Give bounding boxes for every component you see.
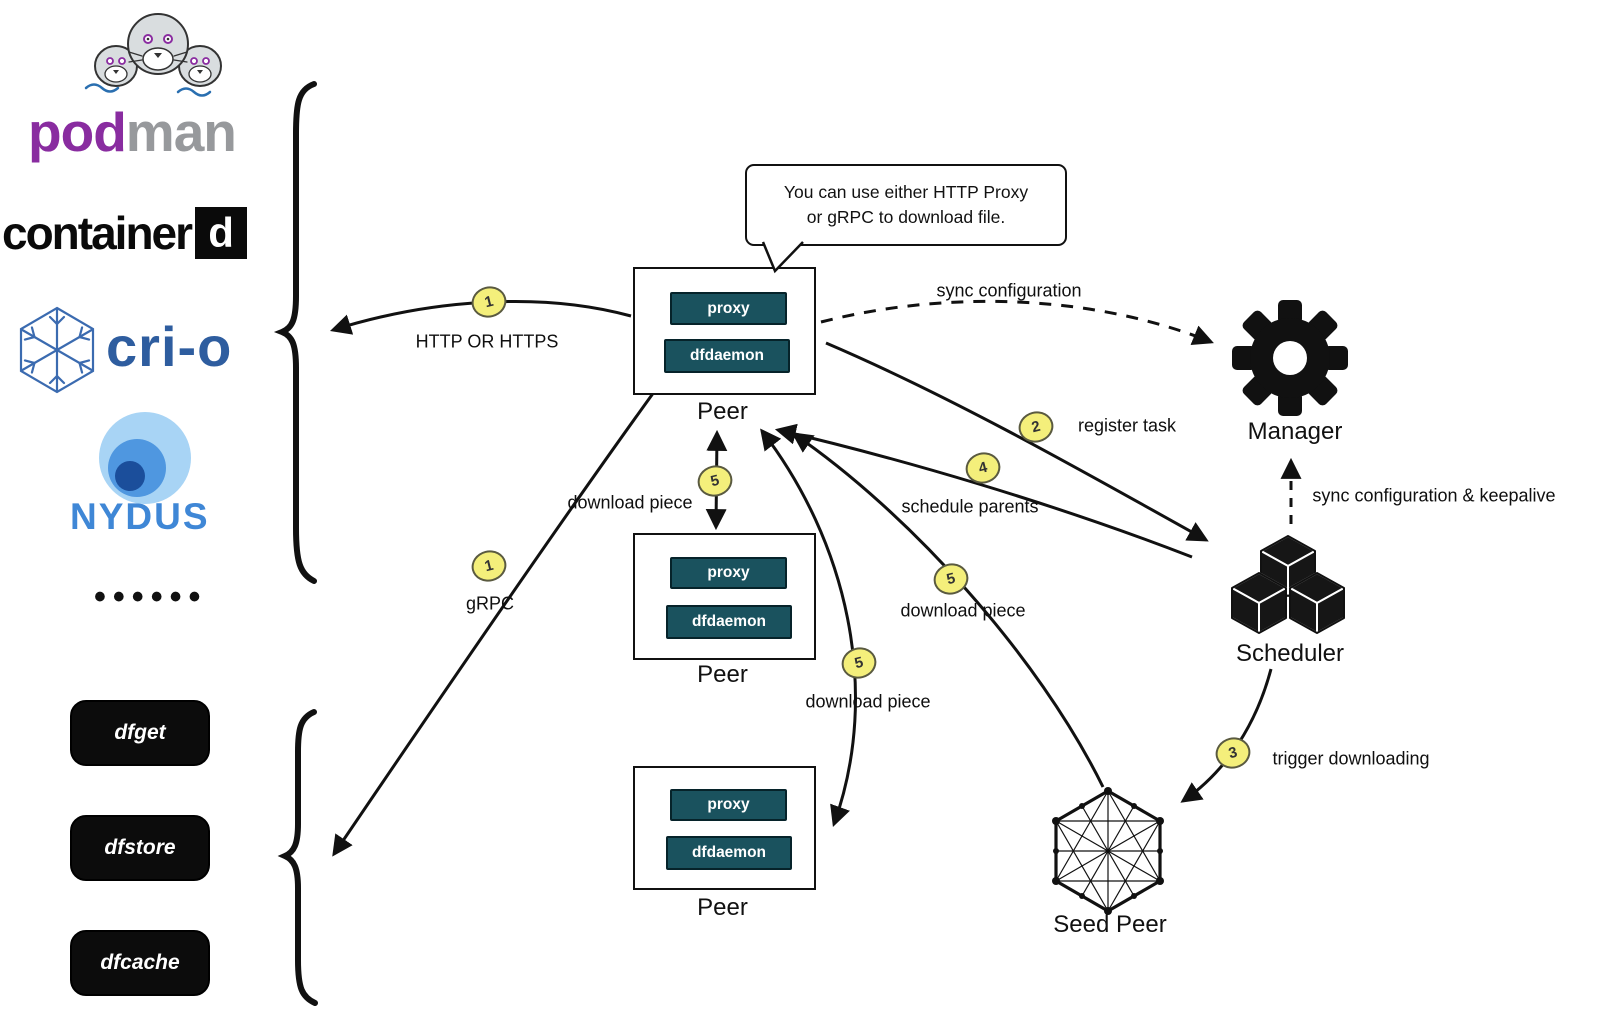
ellipsis-dots: •••••• <box>94 578 208 616</box>
containerd-wordmark: container <box>2 207 193 259</box>
label-sync-configuration: sync configuration <box>936 280 1082 301</box>
nydus-wordmark: NYDUS <box>70 496 210 537</box>
podman-word-pod: pod <box>28 101 127 163</box>
label-trigger-downloading: trigger downloading <box>1272 748 1430 769</box>
label-grpc: gRPC <box>465 593 515 614</box>
left-brace-top <box>273 81 317 584</box>
dfdaemon-chip-label: dfdaemon <box>691 613 767 630</box>
tool-dfcache-label: dfcache <box>100 951 180 974</box>
tool-dfstore-label: dfstore <box>104 836 176 859</box>
hexagon-network-icon <box>1052 787 1164 915</box>
arrow-schedule-parents <box>774 423 1193 559</box>
tool-dfget-label: dfget <box>114 721 166 744</box>
left-brace-bottom <box>277 709 318 1006</box>
peer-3-label: Peer <box>697 894 748 921</box>
proxy-chip: proxy <box>670 557 787 589</box>
dfdaemon-chip: dfdaemon <box>664 339 790 373</box>
arrow-sync-configuration <box>820 299 1214 346</box>
containerd-d-box: d <box>195 207 248 259</box>
arrow-download-piece-seed <box>791 432 1105 788</box>
crio-wordmark: cri-o <box>106 315 233 378</box>
nydus-circles-icon <box>99 412 191 504</box>
bubble-line2: or gRPC to download file. <box>806 207 1006 227</box>
proxy-chip-label: proxy <box>707 299 750 317</box>
cubes-icon <box>1231 535 1345 634</box>
scheduler-label: Scheduler <box>1235 640 1345 667</box>
proxy-chip: proxy <box>670 789 787 821</box>
podman-wordmark: podman <box>28 100 237 164</box>
arrow-trigger-downloading <box>1180 668 1273 803</box>
proxy-chip-label: proxy <box>707 564 750 581</box>
label-download-piece-bottom: download piece <box>805 691 931 712</box>
label-register-task: register task <box>1077 415 1177 436</box>
bubble-tail <box>761 241 804 274</box>
label-download-piece-seed: download piece <box>900 600 1026 621</box>
peer-2-label: Peer <box>697 661 748 688</box>
containerd-logo: container d <box>2 206 248 260</box>
tool-dfstore: dfstore <box>70 815 210 881</box>
arrow-grpc <box>332 391 656 857</box>
dfdaemon-chip: dfdaemon <box>666 605 792 639</box>
tool-dfcache: dfcache <box>70 930 210 996</box>
manager-label: Manager <box>1247 418 1343 445</box>
seed-peer-label: Seed Peer <box>1053 911 1167 938</box>
bubble-line1: You can use either HTTP Proxy <box>783 181 1029 202</box>
peer-box-1: proxy dfdaemon <box>633 267 816 395</box>
arrow-download-piece-bottom <box>760 428 857 827</box>
label-schedule-parents: schedule parents <box>901 496 1039 517</box>
proxy-chip-label: proxy <box>707 796 750 813</box>
peer-box-2: proxy dfdaemon <box>633 533 816 660</box>
tool-dfget: dfget <box>70 700 210 766</box>
label-download-piece-mid: download piece <box>567 492 693 513</box>
proxy-chip: proxy <box>670 292 787 325</box>
peer-1-label: Peer <box>697 398 748 425</box>
dfdaemon-chip: dfdaemon <box>666 836 792 870</box>
podman-word-man: man <box>125 101 237 163</box>
gear-icon <box>1232 300 1348 416</box>
containerd-d-letter: d <box>208 209 234 256</box>
dfdaemon-chip-label: dfdaemon <box>691 844 767 861</box>
peer-box-3: proxy dfdaemon <box>633 766 816 890</box>
podman-seals-icon <box>84 13 222 97</box>
dfdaemon-chip-label: dfdaemon <box>689 347 765 364</box>
label-sync-keepalive: sync configuration & keepalive <box>1312 485 1556 506</box>
label-http: HTTP OR HTTPS <box>415 331 559 352</box>
snowflake-icon <box>19 306 95 394</box>
speech-bubble: You can use either HTTP Proxy or gRPC to… <box>745 164 1067 274</box>
